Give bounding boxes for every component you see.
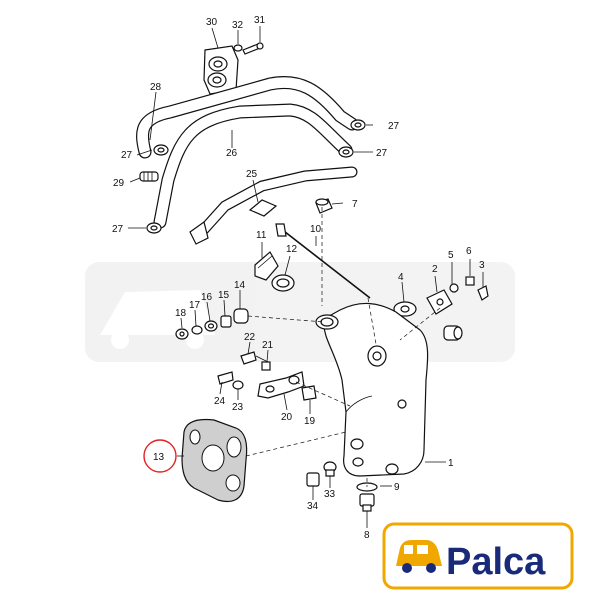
callout-23: 23 bbox=[232, 402, 244, 413]
hose-part bbox=[189, 166, 358, 245]
callout-12: 12 bbox=[286, 244, 298, 255]
callout-27-mid: 27 bbox=[376, 148, 388, 159]
hose-part bbox=[136, 76, 359, 159]
callout-15: 15 bbox=[218, 290, 230, 301]
grommet-part bbox=[204, 320, 218, 332]
logo-wheel-icon bbox=[402, 563, 412, 573]
washer-part bbox=[232, 380, 244, 390]
hose-clamp-part bbox=[350, 119, 366, 131]
callout-29: 29 bbox=[113, 178, 125, 189]
callout-22: 22 bbox=[244, 332, 256, 343]
callout-34: 34 bbox=[307, 501, 319, 512]
hose-clamp-part bbox=[153, 144, 169, 156]
drain-plug-part bbox=[359, 493, 375, 512]
fitting-part bbox=[426, 289, 453, 315]
leader-lines bbox=[128, 26, 484, 528]
clip-part bbox=[301, 385, 317, 401]
callout-11: 11 bbox=[256, 230, 267, 241]
bolt-part bbox=[242, 42, 264, 55]
spring-part bbox=[139, 171, 159, 182]
washer-part bbox=[191, 325, 203, 335]
callout-26: 26 bbox=[226, 148, 238, 159]
callout-33: 33 bbox=[324, 489, 336, 500]
callout-28: 28 bbox=[150, 82, 162, 93]
callout-27-left: 27 bbox=[121, 150, 133, 161]
watermark-wheel-icon bbox=[111, 331, 129, 349]
washer-part bbox=[449, 283, 459, 293]
logo-text: Palca bbox=[446, 541, 546, 583]
seal-ring-part bbox=[271, 274, 295, 292]
callout-27-top: 27 bbox=[388, 121, 400, 132]
callout-7: 7 bbox=[352, 199, 358, 210]
nut-part bbox=[465, 276, 475, 286]
highlight-circle bbox=[143, 439, 177, 473]
filler-cap-part bbox=[254, 251, 279, 281]
callout-27-bottom: 27 bbox=[112, 224, 124, 235]
callout-24: 24 bbox=[214, 396, 226, 407]
callout-19: 19 bbox=[304, 416, 316, 427]
callout-4: 4 bbox=[398, 272, 404, 283]
callout-18: 18 bbox=[175, 308, 187, 319]
callout-5: 5 bbox=[448, 250, 454, 261]
hose-clamp-part bbox=[146, 222, 162, 234]
callout-30: 30 bbox=[206, 17, 218, 28]
fitting-part bbox=[306, 472, 320, 487]
callout-8: 8 bbox=[364, 530, 370, 541]
nut-part bbox=[261, 361, 271, 371]
mounting-bracket-part bbox=[257, 371, 305, 399]
callout-3: 3 bbox=[479, 260, 485, 271]
callout-32: 32 bbox=[232, 20, 244, 31]
spacer-part bbox=[220, 315, 232, 328]
rubber-mount-part bbox=[233, 308, 249, 324]
flange-part bbox=[393, 301, 417, 317]
union-part bbox=[443, 325, 463, 341]
callout-10: 10 bbox=[310, 224, 322, 235]
watermark-car-icon bbox=[100, 290, 215, 335]
washer-part bbox=[233, 44, 243, 52]
logo-wheel-icon bbox=[426, 563, 436, 573]
bracket-part bbox=[203, 45, 239, 95]
callout-labels: 30 32 31 28 27 27 26 27 29 25 7 27 11 10… bbox=[112, 15, 485, 541]
callout-14: 14 bbox=[234, 280, 246, 291]
callout-9: 9 bbox=[394, 482, 400, 493]
gasket-part bbox=[181, 418, 248, 503]
bolt-part bbox=[217, 371, 234, 385]
hose-part bbox=[153, 103, 353, 229]
dipstick-part bbox=[275, 223, 371, 299]
fitting-part bbox=[323, 461, 337, 477]
callout-13: 13 bbox=[153, 452, 165, 463]
callout-17: 17 bbox=[189, 300, 201, 311]
callout-21: 21 bbox=[262, 340, 274, 351]
callout-2: 2 bbox=[432, 264, 438, 275]
callout-16: 16 bbox=[201, 292, 213, 303]
callout-6: 6 bbox=[466, 246, 472, 257]
washer-part bbox=[175, 328, 189, 340]
highlighted-callout: 13 bbox=[143, 439, 177, 473]
callout-1: 1 bbox=[448, 458, 454, 469]
bolt-part bbox=[240, 351, 269, 365]
watermark-wheel-icon bbox=[186, 331, 204, 349]
assembly-lines bbox=[245, 207, 441, 487]
callout-31: 31 bbox=[254, 15, 266, 26]
callout-25: 25 bbox=[246, 169, 258, 180]
cap-part bbox=[315, 198, 333, 214]
palca-watermark bbox=[85, 262, 515, 362]
oil-tank-part bbox=[315, 302, 429, 477]
callout-20: 20 bbox=[281, 412, 293, 423]
hose-clamp-part bbox=[338, 146, 354, 158]
logo-car-window-icon bbox=[417, 545, 428, 554]
logo-car-window-icon bbox=[404, 545, 413, 554]
palca-logo: Palca bbox=[382, 522, 574, 590]
